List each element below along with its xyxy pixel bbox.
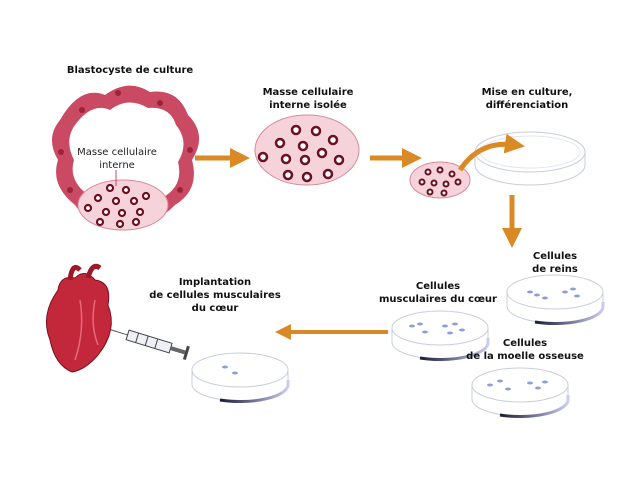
label-marrow-cells: Cellules de la moelle osseuse (466, 337, 584, 363)
label-isolated-line2: interne isolée (269, 100, 347, 111)
label-isolated-line1: Masse cellulaire (262, 87, 354, 98)
label-culture: Mise en culture, différenciation (482, 86, 573, 112)
label-marrow-line2: de la moelle osseuse (466, 351, 584, 362)
label-implant-line1: Implantation (178, 277, 252, 288)
petri-dish-heart-cells (391, 310, 490, 362)
label-heart-cells-line2: musculaires du cœur (379, 294, 497, 305)
label-implant-line3: du cœur (191, 303, 239, 314)
petri-dish-marrow (471, 367, 570, 419)
petri-dish-implant (191, 352, 290, 404)
syringe-icon (110, 329, 190, 361)
label-heart-cells: Cellules musculaires du cœur (379, 280, 497, 306)
label-heart-cells-line1: Cellules (415, 281, 461, 292)
label-culture-line2: différenciation (485, 100, 569, 111)
label-inner-mass: Masse cellulaire interne (77, 146, 157, 172)
isolated-cell-mass (254, 114, 360, 186)
label-inner-mass-line1: Masse cellulaire (77, 147, 157, 158)
label-implantation: Implantation de cellules musculaires du … (149, 276, 281, 315)
label-blastocyst: Blastocyste de culture (66, 65, 194, 76)
label-isolated-mass: Masse cellulaire interne isolée (263, 86, 354, 112)
heart-icon (45, 263, 112, 373)
label-kidney-line1: Cellules (532, 251, 578, 262)
label-marrow-line1: Cellules (502, 338, 548, 349)
petri-dish-kidney (506, 274, 605, 326)
label-implant-line2: de cellules musculaires (149, 290, 281, 301)
small-cell-cluster (409, 161, 471, 199)
petri-dish-culture (474, 131, 586, 186)
curved-arrow (457, 133, 525, 172)
inner-cell-mass (77, 179, 169, 231)
label-inner-mass-line2: interne (99, 160, 135, 171)
label-kidney-cells: Cellules de reins (532, 250, 578, 276)
label-kidney-line2: de reins (532, 264, 578, 275)
blastocyst (51, 85, 200, 231)
label-culture-line1: Mise en culture, (481, 87, 573, 98)
